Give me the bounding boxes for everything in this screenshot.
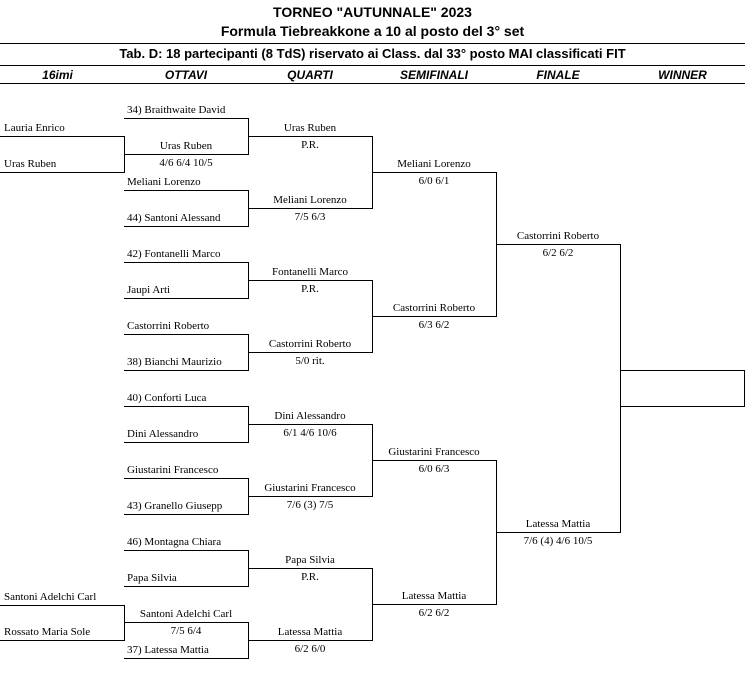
col-header-16imi: 16imi <box>42 68 73 82</box>
col-header-winner: WINNER <box>658 68 707 82</box>
semi-player: Castorrini Roberto <box>392 302 476 314</box>
ottavi-player: Santoni Adelchi Carl <box>139 608 233 620</box>
quarti-player: Uras Ruben <box>283 122 337 134</box>
ottavi-player: 46) Montagna Chiara <box>127 536 222 548</box>
ottavi-player: 42) Fontanelli Marco <box>127 248 221 260</box>
quarti-score: 7/5 6/3 <box>294 211 326 223</box>
tab-info: Tab. D: 18 partecipanti (8 TdS) riservat… <box>119 46 626 61</box>
page-subtitle: Formula Tiebreakkone a 10 al posto del 3… <box>220 23 525 39</box>
ottavi-player: 38) Bianchi Maurizio <box>127 356 222 368</box>
finale-player: Latessa Mattia <box>525 518 591 530</box>
ottavi-score: 4/6 6/4 10/5 <box>159 157 213 169</box>
r16-player: Rossato Maria Sole <box>4 626 91 638</box>
quarti-player: Fontanelli Marco <box>271 266 349 278</box>
ottavi-player: 37) Latessa Mattia <box>127 644 209 656</box>
page-title: TORNEO "AUTUNNALE" 2023 <box>273 4 472 20</box>
quarti-score: 6/2 6/0 <box>294 643 326 655</box>
ottavi-player: 44) Santoni Alessand <box>127 212 221 224</box>
quarti-player: Dini Alessandro <box>274 410 346 422</box>
semi-score: 6/0 6/1 <box>418 175 450 187</box>
semi-player: Giustarini Francesco <box>388 446 480 458</box>
quarti-score: 6/1 4/6 10/6 <box>283 427 337 439</box>
ottavi-player: 43) Granello Giusepp <box>127 500 223 512</box>
finale-score: 7/6 (4) 4/6 10/5 <box>523 535 593 547</box>
r16-player: Uras Ruben <box>4 158 57 170</box>
col-header-semifinali: SEMIFINALI <box>400 68 468 82</box>
quarti-score: P.R. <box>301 571 319 583</box>
quarti-score: 5/0 rit. <box>295 355 325 367</box>
quarti-player: Castorrini Roberto <box>268 338 352 350</box>
semi-player: Meliani Lorenzo <box>397 158 471 170</box>
ottavi-player: Castorrini Roberto <box>127 320 210 332</box>
ottavi-player: Papa Silvia <box>127 572 177 584</box>
ottavi-player: Uras Ruben <box>159 140 213 152</box>
quarti-player: Meliani Lorenzo <box>273 194 347 206</box>
semi-score: 6/3 6/2 <box>418 319 450 331</box>
semi-player: Latessa Mattia <box>401 590 467 602</box>
r16-player: Lauria Enrico <box>4 122 65 134</box>
col-header-quarti: QUARTI <box>287 68 333 82</box>
ottavi-player: Meliani Lorenzo <box>127 176 201 188</box>
finale-player: Castorrini Roberto <box>516 230 600 242</box>
r16-player: Santoni Adelchi Carl <box>4 591 97 603</box>
col-header-ottavi: OTTAVI <box>164 68 208 82</box>
quarti-player: Papa Silvia <box>285 554 335 566</box>
quarti-score: P.R. <box>301 283 319 295</box>
ottavi-player: 34) Braithwaite David <box>127 104 226 116</box>
semi-score: 6/0 6/3 <box>418 463 450 475</box>
quarti-score: P.R. <box>301 139 319 151</box>
col-header-finale: FINALE <box>536 68 580 82</box>
quarti-player: Giustarini Francesco <box>264 482 356 494</box>
semi-score: 6/2 6/2 <box>418 607 450 619</box>
quarti-score: 7/6 (3) 7/5 <box>286 499 334 511</box>
ottavi-player: 40) Conforti Luca <box>127 392 207 404</box>
ottavi-player: Dini Alessandro <box>127 428 199 440</box>
ottavi-score: 7/5 6/4 <box>170 625 202 637</box>
quarti-player: Latessa Mattia <box>277 626 343 638</box>
ottavi-player: Jaupi Arti <box>127 284 171 296</box>
ottavi-player: Giustarini Francesco <box>127 464 219 476</box>
finale-score: 6/2 6/2 <box>542 247 574 259</box>
